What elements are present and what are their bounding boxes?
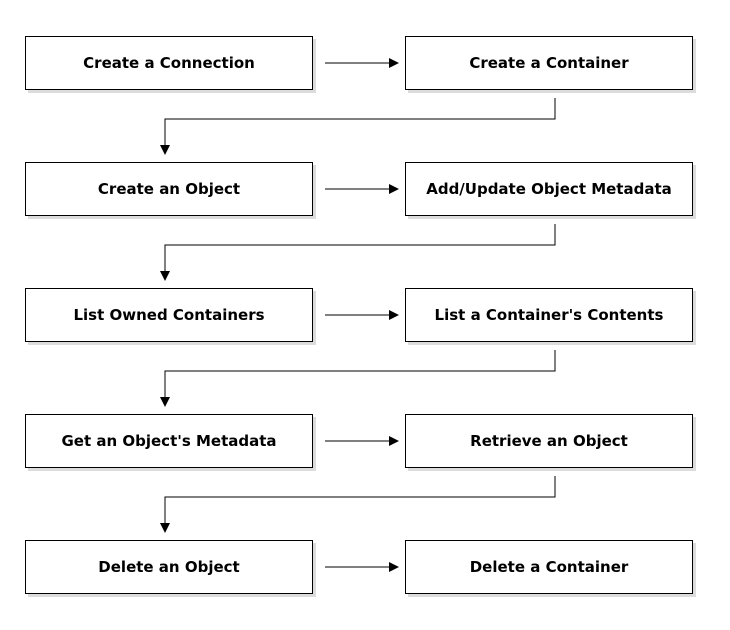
step-list-owned-containers: List Owned Containers — [25, 288, 313, 342]
step-get-object-metadata: Get an Object's Metadata — [25, 414, 313, 468]
arrow-contents-to-get-metadata — [160, 350, 556, 407]
step-retrieve-object: Retrieve an Object — [405, 414, 693, 468]
step-label: Delete a Container — [469, 558, 629, 576]
step-label: Add/Update Object Metadata — [426, 180, 672, 198]
step-label: Create a Connection — [83, 54, 255, 72]
arrow-retrieve-to-delete-object — [160, 476, 556, 533]
step-label: List Owned Containers — [73, 306, 265, 324]
step-delete-container: Delete a Container — [405, 540, 693, 594]
step-label: Delete an Object — [98, 558, 240, 576]
arrow-metadata-to-list-containers — [160, 224, 556, 281]
step-delete-object: Delete an Object — [25, 540, 313, 594]
arrow-container-to-object — [160, 98, 556, 155]
step-update-object-metadata: Add/Update Object Metadata — [405, 162, 693, 216]
step-create-container: Create a Container — [405, 36, 693, 90]
step-label: Create a Container — [469, 54, 629, 72]
step-label: Retrieve an Object — [470, 432, 628, 450]
step-create-connection: Create a Connection — [25, 36, 313, 90]
step-label: Create an Object — [97, 180, 241, 198]
step-label: List a Container's Contents — [434, 306, 664, 324]
step-create-object: Create an Object — [25, 162, 313, 216]
step-list-container-contents: List a Container's Contents — [405, 288, 693, 342]
step-label: Get an Object's Metadata — [61, 432, 277, 450]
